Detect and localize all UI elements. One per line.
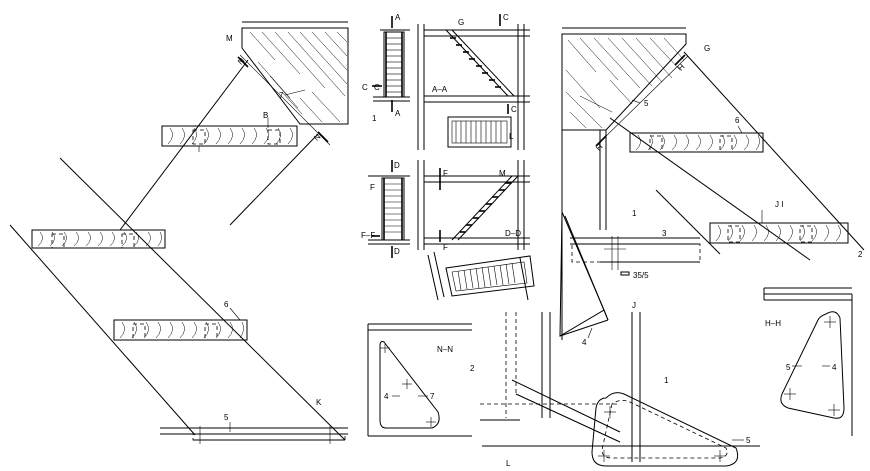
- label-7: 7: [279, 91, 284, 100]
- tread-middle: [31, 229, 166, 249]
- tread-6-right: [629, 132, 764, 153]
- bottom-center-detail: J 1 L 5: [480, 301, 760, 468]
- base-plate-5: [160, 422, 348, 444]
- label-4-n-n: 4: [384, 392, 389, 401]
- label-7-n-n: 7: [430, 392, 435, 401]
- label-m-mid: M: [499, 169, 506, 178]
- label-6-left: 6: [224, 300, 229, 309]
- label-2-right: 2: [858, 250, 863, 259]
- label-f-f: F–F: [361, 231, 375, 240]
- tilted-stair-plan: [427, 251, 535, 301]
- label-1-right: 1: [632, 209, 637, 218]
- right-wall-hatched: [561, 27, 687, 340]
- label-m: M: [226, 34, 233, 43]
- label-d-d: D–D: [505, 229, 521, 238]
- tread-6: [113, 319, 248, 341]
- frame-d-d: [417, 160, 530, 250]
- label-4-mid: 4: [582, 338, 587, 347]
- label-c-bottom: C: [511, 105, 517, 114]
- label-n-bottom: N: [312, 132, 323, 143]
- label-d-top: D: [394, 161, 400, 170]
- label-2-n-n: 2: [470, 364, 475, 373]
- center-middle-section-group: D D F F–F F M F D–D: [361, 160, 535, 301]
- label-c-left: C: [362, 83, 368, 92]
- right-detail-group: G H H 5 6 J I 1 3 35/5 2 4: [559, 27, 865, 347]
- label-1-mid: 1: [372, 114, 377, 123]
- label-n-n: N–N: [437, 345, 453, 354]
- label-l-mid: L: [509, 132, 514, 141]
- ladder-plan-a-a: [372, 16, 410, 112]
- label-j-lower: J: [632, 301, 636, 310]
- label-3: 3: [662, 229, 667, 238]
- top-wall-hatched: [241, 21, 349, 125]
- label-5-right: 5: [644, 99, 649, 108]
- stair-plan-l: [447, 116, 512, 148]
- center-top-section-group: A A C C 1 A–A G C C L: [362, 13, 530, 150]
- label-c-mid: C: [374, 83, 380, 92]
- label-l-bottom: L: [506, 459, 511, 468]
- label-4-h-h: 4: [832, 363, 837, 372]
- label-g-mid: G: [458, 18, 464, 27]
- gusset-plate-4: [559, 211, 609, 337]
- label-f-top: F: [443, 169, 448, 178]
- label-c-top: C: [503, 13, 509, 22]
- label-n-top: N: [236, 56, 247, 67]
- label-5-lower: 5: [746, 436, 751, 445]
- label-j-i: J I: [775, 200, 783, 209]
- detail-n-n: N–N 2 4 7: [367, 323, 475, 437]
- left-detail-group: M B 7 N N 6 K 5: [9, 21, 349, 444]
- beam-3: [570, 236, 701, 276]
- tread-b: [161, 125, 298, 152]
- label-d-bottom: D: [394, 247, 400, 256]
- label-5-h-h: 5: [786, 363, 791, 372]
- label-g-right: G: [704, 44, 710, 53]
- tread-j-i: [709, 210, 849, 244]
- label-5-bottom: 5: [224, 413, 229, 422]
- label-h-bottom: H: [594, 142, 605, 153]
- label-f-bottom: F: [443, 243, 448, 252]
- label-1-lower: 1: [664, 376, 669, 385]
- label-6-right: 6: [735, 116, 740, 125]
- label-h-top: H: [676, 62, 687, 73]
- label-a-a: A–A: [432, 85, 448, 94]
- label-a-bottom: A: [395, 109, 401, 118]
- label-dimension: 35/5: [633, 271, 649, 280]
- frame-a-a: [417, 14, 530, 150]
- detail-h-h: H–H 5 4: [763, 287, 853, 436]
- ladder-plan-f-f: [368, 160, 410, 258]
- label-a-top: A: [395, 13, 401, 22]
- label-f-left: F: [370, 183, 375, 192]
- label-b: B: [263, 111, 268, 120]
- label-k: K: [316, 398, 322, 407]
- label-h-h: H–H: [765, 319, 781, 328]
